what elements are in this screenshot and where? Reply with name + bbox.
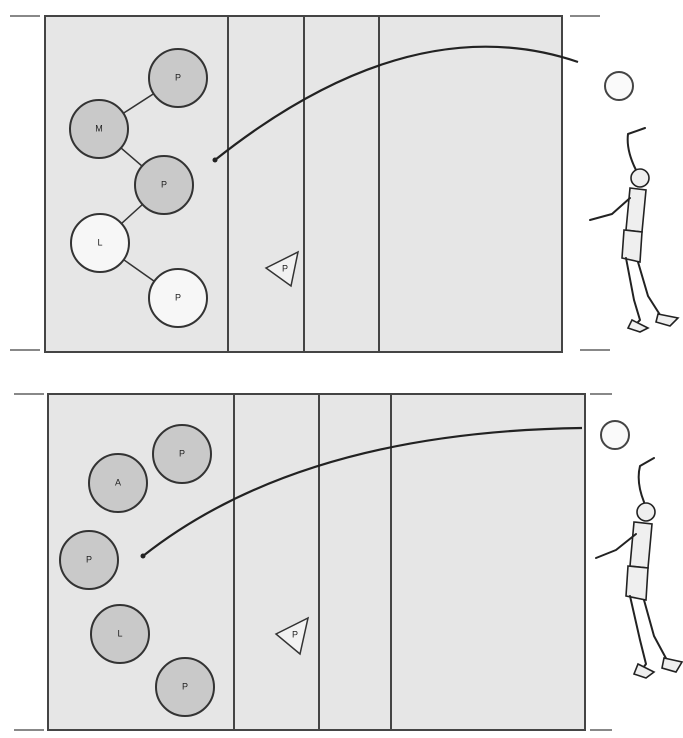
svg-text:P: P [179, 448, 185, 458]
player-marker: P [148, 48, 208, 108]
player-marker: M [69, 99, 129, 159]
server-figure-icon [589, 127, 680, 333]
court-diagram-bottom: P A P L P P [14, 393, 683, 731]
server-figure-icon [595, 457, 683, 679]
player-marker: P [134, 155, 194, 215]
player-marker: P [148, 268, 208, 328]
player-marker: P [155, 657, 215, 717]
player-marker: A [88, 453, 148, 513]
ball-trajectory [142, 426, 583, 557]
ball-trajectory [214, 45, 579, 161]
svg-text:P: P [292, 629, 298, 639]
player-marker: P [59, 530, 119, 590]
svg-text:P: P [282, 263, 288, 273]
ball-icon [600, 420, 630, 450]
svg-text:M: M [95, 123, 103, 133]
player-marker: L [90, 604, 150, 664]
svg-text:L: L [117, 628, 122, 638]
diagram-bottom: P A P L P P [0, 372, 683, 738]
svg-text:P: P [175, 292, 181, 302]
court-diagram-top: P M P L P P [10, 15, 680, 353]
landing-point [140, 553, 146, 559]
coach-marker: P [274, 616, 310, 656]
player-marker: L [70, 213, 130, 273]
svg-text:P: P [175, 72, 181, 82]
landing-point [212, 157, 218, 163]
svg-text:P: P [161, 179, 167, 189]
court [47, 393, 586, 731]
coach-marker: P [264, 250, 300, 288]
svg-text:P: P [182, 681, 188, 691]
svg-text:A: A [115, 477, 121, 487]
svg-text:P: P [86, 554, 92, 564]
ball-icon [604, 71, 634, 101]
player-marker: P [152, 424, 212, 484]
diagram-top: P M P L P P [0, 0, 683, 366]
svg-text:L: L [97, 237, 102, 247]
